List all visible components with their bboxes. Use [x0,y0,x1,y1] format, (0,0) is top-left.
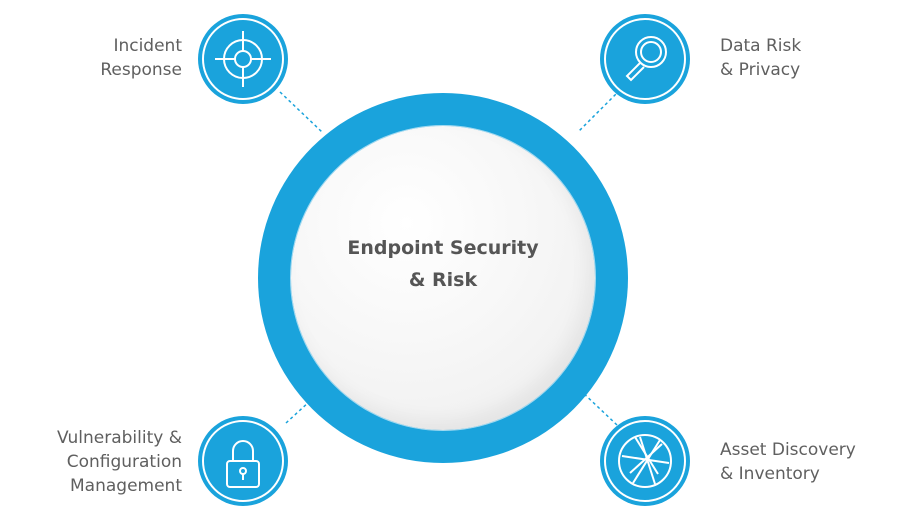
incident-response-label: Incident Response [100,34,182,82]
asset-discovery-label: Asset Discovery & Inventory [720,438,856,486]
center-title-line-1: Endpoint Security [347,237,539,259]
data-risk-line-2: & Privacy [720,60,801,80]
connector-data-risk [577,89,621,133]
vulnerability-line-1: Vulnerability & [57,428,182,448]
asset-discovery-line-2: & Inventory [720,464,820,484]
incident-response-line-2: Response [100,60,182,80]
incident-response-line-1: Incident [113,36,182,56]
asset-discovery-line-1: Asset Discovery [720,440,856,460]
vulnerability-label: Vulnerability & Configuration Management [57,426,182,498]
crosshair-icon [215,31,271,87]
incident-response-badge [198,14,288,104]
aperture-icon [618,434,672,488]
data-risk-badge [600,14,690,104]
magnifier-icon [625,36,667,82]
asset-discovery-badge [600,416,690,506]
data-risk-line-1: Data Risk [720,36,802,56]
vulnerability-line-2: Configuration [66,452,182,472]
data-risk-label: Data Risk & Privacy [720,34,801,82]
center-title: Endpoint Security & Risk [291,232,595,296]
padlock-icon [226,440,260,488]
center-circle [291,126,595,430]
center-title-line-2: & Risk [408,269,478,291]
vulnerability-line-3: Management [70,476,182,496]
connector-incident [279,91,323,133]
connector-vulnerability [285,389,323,424]
vulnerability-badge [198,416,288,506]
connector-asset [579,389,618,426]
